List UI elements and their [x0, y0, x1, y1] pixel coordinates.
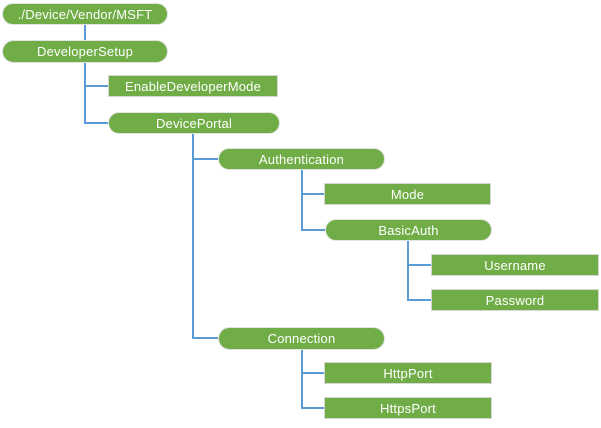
- connector-line-horizontal: [193, 158, 218, 160]
- connector-line-horizontal: [302, 193, 324, 195]
- tree-node-http-port: HttpPort: [324, 362, 492, 384]
- connector-line-vertical: [301, 170, 303, 231]
- tree-node-password: Password: [431, 289, 599, 311]
- tree-node-username: Username: [431, 254, 599, 276]
- tree-node-label: BasicAuth: [378, 222, 439, 238]
- tree-node-developer-setup: DeveloperSetup: [2, 40, 168, 63]
- tree-node-mode: Mode: [324, 183, 491, 205]
- tree-node-label: Authentication: [258, 151, 345, 167]
- tree-node-label: DevicePortal: [155, 115, 233, 131]
- connector-line-vertical: [301, 350, 303, 409]
- connector-line-vertical: [84, 25, 86, 40]
- tree-node-label: DeveloperSetup: [36, 44, 134, 59]
- connector-line-vertical: [84, 63, 86, 124]
- tree-node-label: Password: [485, 292, 545, 308]
- connector-line-horizontal: [302, 372, 324, 374]
- tree-node-label: Mode: [390, 186, 425, 202]
- tree-node-msft: ./Device/Vendor/MSFT: [2, 3, 168, 25]
- tree-node-label: ./Device/Vendor/MSFT: [17, 6, 153, 22]
- connector-line-horizontal: [302, 229, 325, 231]
- connector-line-horizontal: [85, 85, 108, 87]
- connector-line-horizontal: [408, 264, 431, 266]
- connector-line-vertical: [192, 134, 194, 339]
- tree-node-authentication: Authentication: [218, 148, 385, 170]
- connector-line-horizontal: [302, 407, 324, 409]
- tree-node-label: EnableDeveloperMode: [124, 78, 262, 94]
- connector-line-vertical: [407, 241, 409, 301]
- tree-node-device-portal: DevicePortal: [108, 112, 280, 134]
- tree-node-basic-auth: BasicAuth: [325, 219, 492, 241]
- connector-line-horizontal: [193, 337, 218, 339]
- connector-line-horizontal: [85, 122, 108, 124]
- tree-node-label: Connection: [267, 331, 336, 346]
- tree-node-connection: Connection: [218, 327, 385, 350]
- tree-node-label: Username: [484, 257, 546, 273]
- tree-node-label: HttpPort: [383, 365, 433, 381]
- tree-node-https-port: HttpsPort: [324, 397, 492, 419]
- tree-node-label: HttpsPort: [380, 400, 436, 416]
- connector-line-horizontal: [408, 299, 431, 301]
- tree-node-enable-developer-mode: EnableDeveloperMode: [108, 75, 278, 97]
